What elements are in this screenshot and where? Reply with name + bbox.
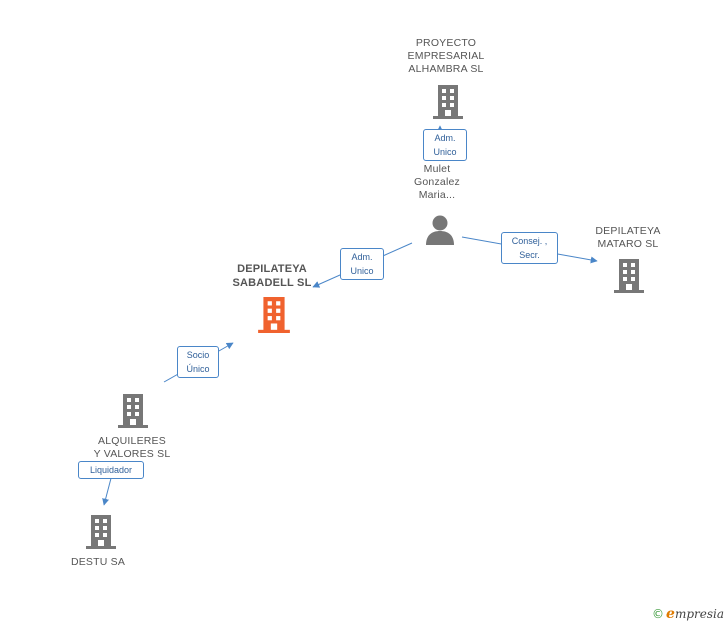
relation-socio-unico[interactable]: Socio Único [177, 346, 219, 378]
brand-logo: ©empresia [652, 606, 724, 622]
building-icon[interactable] [86, 515, 116, 549]
copyright-icon: © [652, 607, 665, 621]
brand-first-letter: e [666, 606, 675, 622]
person-icon[interactable] [424, 215, 456, 245]
brand-name: mpresia [674, 607, 724, 621]
node-label-proyecto-empresarial-alhambra[interactable]: PROYECTO EMPRESARIAL ALHAMBRA SL [407, 37, 485, 75]
node-label-mulet-gonzalez-maria[interactable]: Mulet Gonzalez Maria... [414, 163, 460, 201]
relation-adm-unico-proyecto[interactable]: Adm. Unico [423, 129, 467, 161]
relation-adm-unico-sabadell[interactable]: Adm. Unico [340, 248, 384, 280]
building-icon[interactable] [614, 259, 644, 293]
building-icon[interactable] [118, 394, 148, 428]
node-label-depilateya-mataro[interactable]: DEPILATEYA MATARO SL [595, 225, 661, 250]
relation-consej-secr-mataro[interactable]: Consej. , Secr. [501, 232, 558, 264]
building-icon[interactable] [433, 85, 463, 119]
node-label-depilateya-sabadell[interactable]: DEPILATEYA SABADELL SL [232, 263, 312, 289]
node-label-alquileres-y-valores[interactable]: ALQUILERES Y VALORES SL [93, 435, 171, 460]
relation-liquidador[interactable]: Liquidador [78, 461, 144, 479]
node-label-destu-sa[interactable]: DESTU SA [70, 556, 126, 568]
building-icon-main[interactable] [258, 297, 290, 333]
